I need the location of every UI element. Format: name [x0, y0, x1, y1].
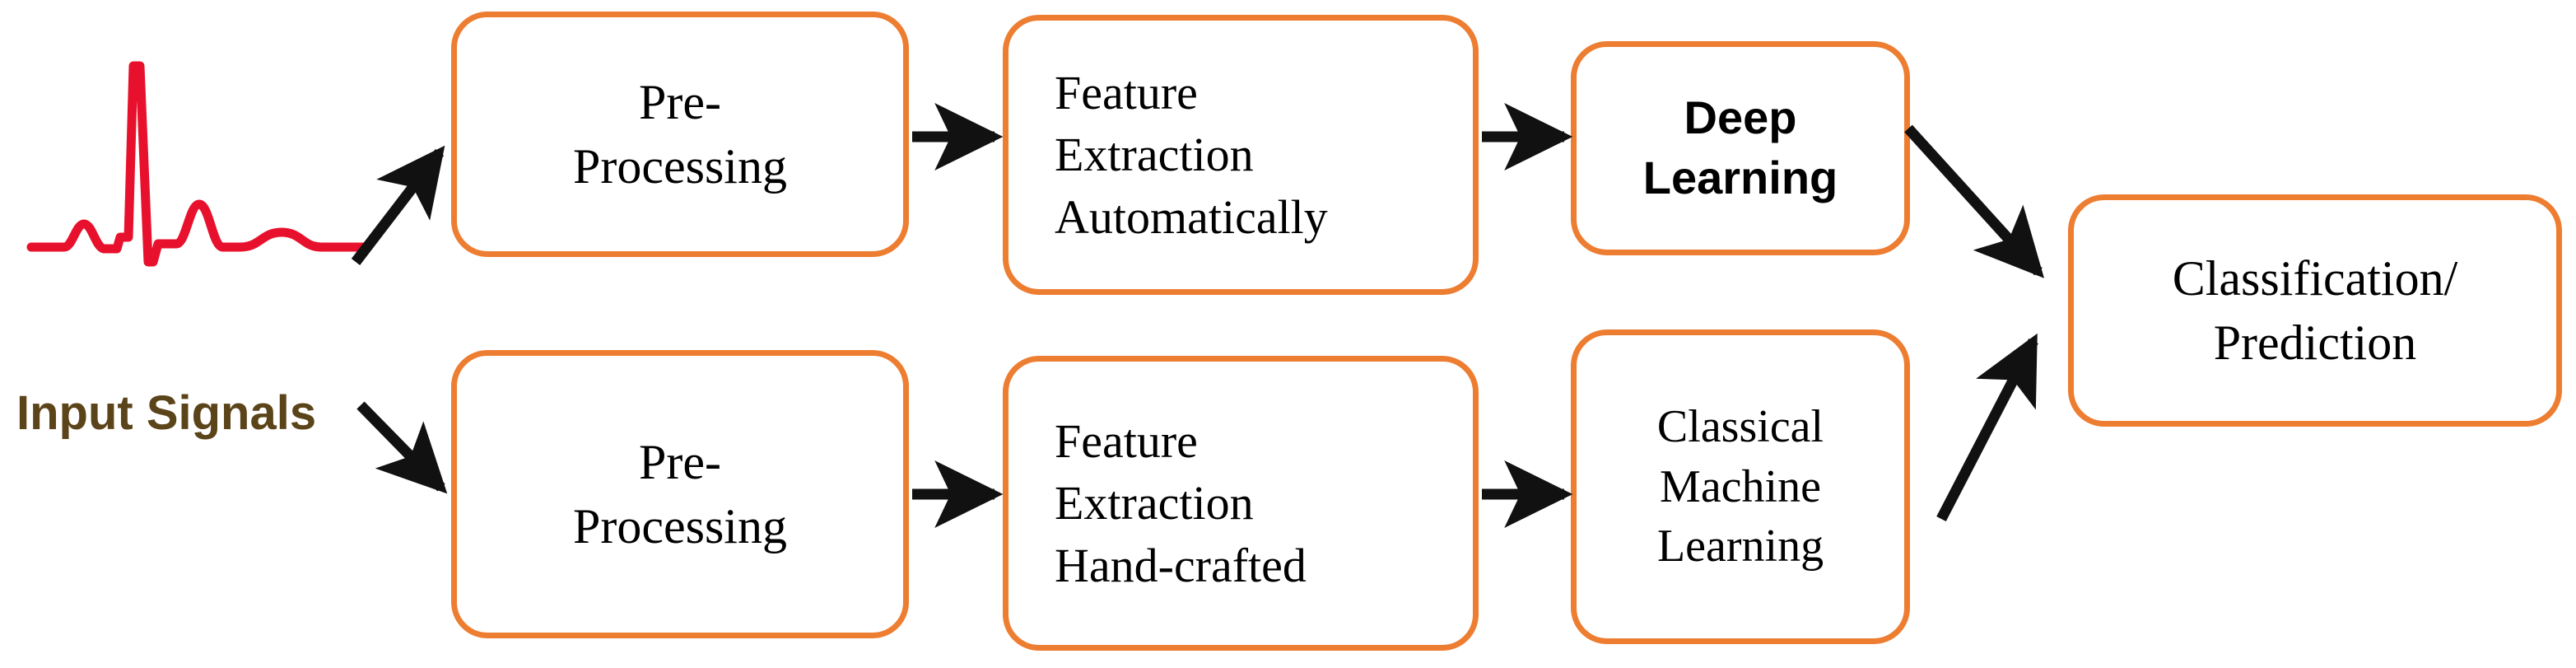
node-classical-machine-learning-line1: Classical [1656, 400, 1824, 452]
node-pre-processing-bottom-line1: Pre- [639, 435, 721, 489]
node-feature-extraction-handcrafted-line3: Hand-crafted [1055, 538, 1307, 592]
node-pre-processing-top[interactable]: Pre- Processing [451, 12, 909, 257]
input-signals-label: Input Signals [16, 386, 317, 440]
node-pre-processing-top-line1: Pre- [639, 75, 721, 129]
node-deep-learning-line1: Deep [1684, 91, 1797, 144]
node-feature-extraction-handcrafted-line1: Feature [1055, 413, 1198, 468]
node-classification-prediction-line1: Classification/ [2172, 251, 2458, 306]
node-feature-extraction-automatic[interactable]: Feature Extraction Automatically [1003, 15, 1479, 295]
node-feature-extraction-automatic-line2: Extraction [1055, 128, 1254, 182]
node-feature-extraction-automatic-line1: Feature [1055, 65, 1198, 119]
node-classification-prediction-line2: Prediction [2213, 315, 2417, 370]
input-signals-group: Input Signals [0, 25, 387, 453]
node-feature-extraction-handcrafted-line2: Extraction [1055, 476, 1254, 530]
node-feature-extraction-handcrafted[interactable]: Feature Extraction Hand-crafted [1003, 356, 1479, 651]
node-classical-machine-learning-line2: Machine [1660, 460, 1821, 512]
node-pre-processing-top-line2: Processing [573, 139, 787, 194]
node-classical-machine-learning[interactable]: Classical Machine Learning [1571, 329, 1910, 644]
node-classical-machine-learning-line3: Learning [1656, 521, 1824, 572]
arrow-classical-to-result [1936, 333, 2038, 521]
node-feature-extraction-automatic-line3: Automatically [1055, 189, 1328, 244]
arrow-deep-to-result [1904, 124, 2044, 278]
node-pre-processing-bottom-line2: Processing [573, 499, 787, 554]
node-deep-learning[interactable]: Deep Learning [1571, 41, 1910, 255]
node-pre-processing-bottom[interactable]: Pre- Processing [451, 350, 909, 638]
node-deep-learning-line2: Learning [1642, 152, 1838, 203]
node-classification-prediction[interactable]: Classification/ Prediction [2068, 194, 2562, 427]
ecg-waveform-icon [26, 61, 369, 267]
